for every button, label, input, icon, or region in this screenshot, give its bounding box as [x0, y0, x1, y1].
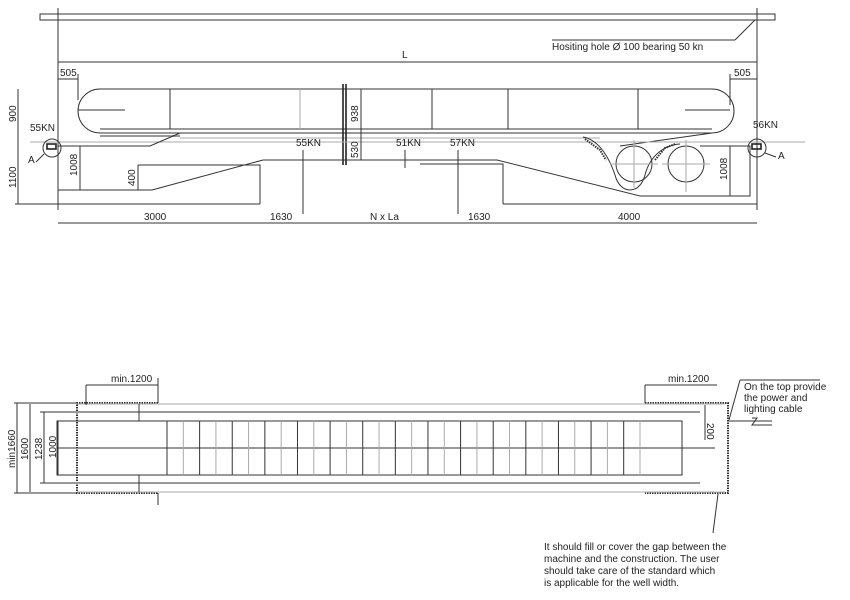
truss-height-dimension: 938: [350, 105, 361, 122]
plan-view: min.1200 min.1200 200 min1660 1600 1238 …: [7, 374, 827, 589]
cable-note-line-2: the power and: [744, 393, 807, 404]
left-min-dimension: min.1200: [111, 374, 153, 385]
length-segment-1: 3000: [144, 212, 167, 223]
right-overhang-dimension: 505: [734, 68, 751, 79]
hoisting-beam: [39, 13, 776, 21]
height-upper-dimension: 900: [8, 105, 19, 122]
load-support-2: 51KN: [396, 138, 421, 149]
cable-note-line-1: On the top provide: [744, 382, 827, 393]
left-pit-depth: 1008: [69, 153, 80, 176]
detail-a-right: [747, 138, 767, 158]
load-support-3: 57KN: [450, 138, 475, 149]
gap-note-line-4: is applicable for the well width.: [544, 578, 679, 589]
support-gap-dimension: 530: [350, 141, 361, 158]
elevation-view: Hositing hole Ø 100 bearing 50 kn L 505 …: [8, 8, 805, 224]
gap-note-line-3: should take care of the standard which: [544, 566, 715, 577]
load-support-1: 55KN: [296, 138, 321, 149]
length-label: L: [402, 50, 408, 61]
escalator-steps: [166, 421, 641, 475]
right-well-outline: [645, 402, 729, 494]
load-right-end: 56KN: [753, 120, 778, 131]
hoisting-note: Hositing hole Ø 100 bearing 50 kn: [552, 42, 703, 53]
detail-marker-left: A: [28, 155, 35, 166]
gap-note-line-1: It should fill or cover the gap between …: [544, 542, 727, 553]
pit-outline: [57, 132, 751, 197]
right-gap-dimension: 200: [704, 423, 715, 440]
length-segment-4: 1630: [468, 212, 491, 223]
length-segment-2: 1630: [270, 212, 293, 223]
escalator-truss: [30, 84, 805, 192]
width-1600: 1600: [20, 437, 31, 460]
length-segment-5: 4000: [618, 212, 641, 223]
height-lower-dimension: 1100: [8, 166, 19, 188]
width-1000: 1000: [48, 435, 59, 458]
slope-drop-dimension: 400: [127, 169, 138, 186]
load-left-end: 55KN: [30, 123, 55, 134]
detail-a-left: [42, 138, 62, 158]
right-min-dimension: min.1200: [668, 374, 710, 385]
width-1238: 1238: [34, 437, 45, 460]
length-segment-3: N x La: [370, 212, 399, 223]
right-pit-depth: 1008: [719, 157, 730, 180]
left-overhang-dimension: 505: [60, 68, 77, 79]
cable-note-line-3: lighting cable: [744, 404, 803, 415]
detail-marker-right: A: [778, 151, 785, 162]
gap-note-line-2: machine and the construction. The user: [544, 554, 720, 565]
width-min-1660: min1660: [7, 429, 18, 468]
